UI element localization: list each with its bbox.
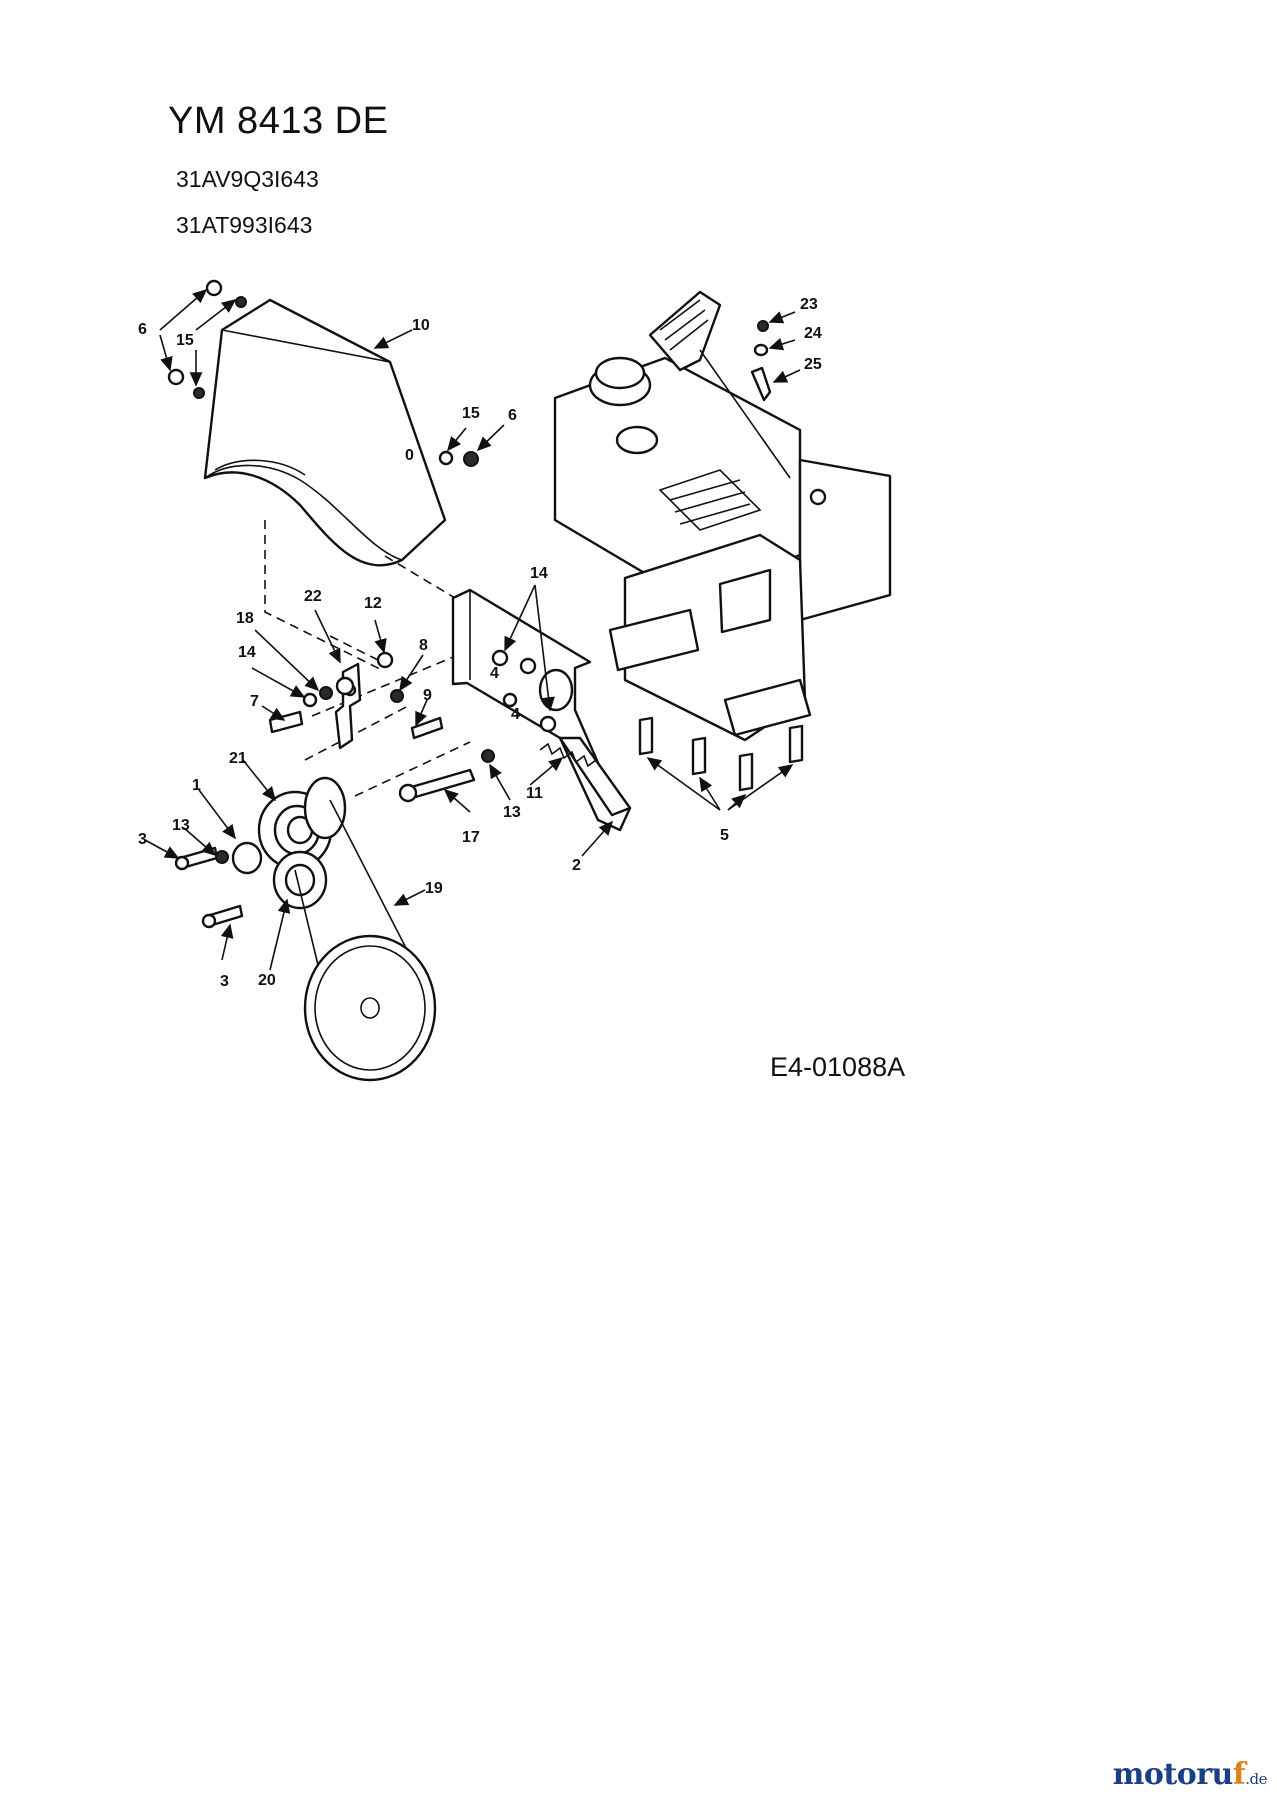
callout-9: 9 xyxy=(423,687,432,704)
engine-assembly xyxy=(553,290,892,742)
callout-3b: 3 xyxy=(220,973,229,990)
watermark-brand: motoru xyxy=(1112,1757,1234,1792)
watermark-tld: .de xyxy=(1245,1770,1267,1788)
callout-25: 25 xyxy=(804,356,822,373)
drawing-code: E4-01088A xyxy=(770,1052,906,1082)
model-number-2: 31AT993I643 xyxy=(176,212,313,238)
callout-22: 22 xyxy=(304,588,322,605)
drive-pulleys xyxy=(231,776,347,910)
page-title: YM 8413 DE xyxy=(168,100,389,142)
callout-14b: 14 xyxy=(238,644,256,661)
tension-spring xyxy=(539,742,597,768)
throttle-hardware xyxy=(750,320,772,402)
callout-11: 11 xyxy=(526,785,543,802)
callout-4a: 4 xyxy=(490,665,499,682)
callout-7: 7 xyxy=(250,693,259,710)
callout-3a: 3 xyxy=(138,831,147,848)
idler-bracket xyxy=(334,662,362,750)
callout-leaders xyxy=(144,288,801,971)
callout-0: 0 xyxy=(405,447,414,464)
watermark-brand-accent: f xyxy=(1232,1757,1246,1792)
callout-6a: 6 xyxy=(138,321,147,338)
callout-19: 19 xyxy=(425,880,443,897)
callout-14a: 14 xyxy=(530,565,548,582)
callout-13b: 13 xyxy=(503,804,521,821)
belt-cover xyxy=(203,298,447,567)
callout-13a: 13 xyxy=(172,817,190,834)
idler-hardware xyxy=(268,651,495,803)
callout-1: 1 xyxy=(192,777,201,794)
callout-10: 10 xyxy=(412,317,430,334)
callout-12: 12 xyxy=(364,595,382,612)
callout-21: 21 xyxy=(229,750,247,767)
callout-5: 5 xyxy=(720,827,729,844)
callout-18: 18 xyxy=(236,610,254,627)
motoruf-watermark[interactable]: motoruf.de xyxy=(1112,1757,1268,1792)
callout-2: 2 xyxy=(572,857,581,874)
callout-15b: 15 xyxy=(462,405,480,422)
callout-6b: 6 xyxy=(508,407,517,424)
callout-17: 17 xyxy=(462,829,480,846)
model-number-1: 31AV9Q3I643 xyxy=(176,166,319,192)
callout-15a: 15 xyxy=(176,332,194,349)
callout-20: 20 xyxy=(258,972,276,989)
callout-24: 24 xyxy=(804,325,822,342)
engine-mount-bolts xyxy=(638,716,804,792)
callout-labels: 1 2 3 3 4 4 5 6 6 7 8 9 10 11 12 13 13 1… xyxy=(138,296,822,990)
callout-23: 23 xyxy=(800,296,818,313)
mounting-plate xyxy=(451,588,632,832)
callout-4b: 4 xyxy=(511,706,520,723)
v-belt-and-auger-pulley xyxy=(294,799,437,1082)
callout-8: 8 xyxy=(419,637,428,654)
